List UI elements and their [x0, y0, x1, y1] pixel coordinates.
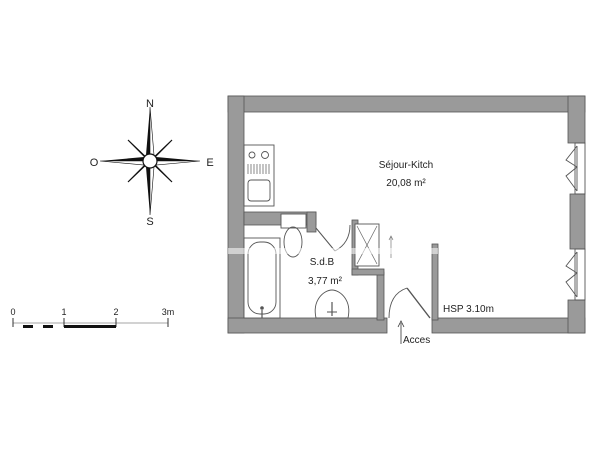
scale-tick-3: 3m	[162, 307, 175, 317]
entrance-arrow-icon	[397, 320, 405, 344]
room-area-sdb: 3,77 m²	[308, 276, 343, 287]
washbasin	[314, 289, 350, 319]
kitchenette	[243, 144, 275, 207]
scale-bar	[12, 318, 169, 328]
watermark	[228, 248, 438, 254]
compass-south-label: S	[146, 216, 153, 228]
room-name-sejour: Séjour-Kitch	[379, 160, 433, 171]
compass-north-label: N	[146, 98, 154, 110]
scale-tick-1: 1	[61, 307, 66, 317]
bathroom-door	[315, 224, 351, 252]
entrance-label: Acces	[403, 335, 430, 346]
window-lower	[565, 248, 586, 301]
compass-rose-icon	[99, 106, 201, 216]
toilet	[280, 213, 307, 258]
scale-tick-0: 0	[10, 307, 15, 317]
room-area-sejour: 20,08 m²	[386, 178, 426, 189]
exterior-walls	[227, 95, 586, 334]
scale-tick-2: 2	[113, 307, 118, 317]
ceiling-height-label: HSP 3.10m	[443, 304, 494, 315]
compass-east-label: E	[206, 157, 213, 169]
shower	[354, 223, 394, 267]
room-name-sdb: S.d.B	[310, 257, 335, 268]
entrance-door	[388, 287, 431, 319]
window-upper	[565, 142, 586, 195]
compass-west-label: O	[90, 157, 99, 169]
